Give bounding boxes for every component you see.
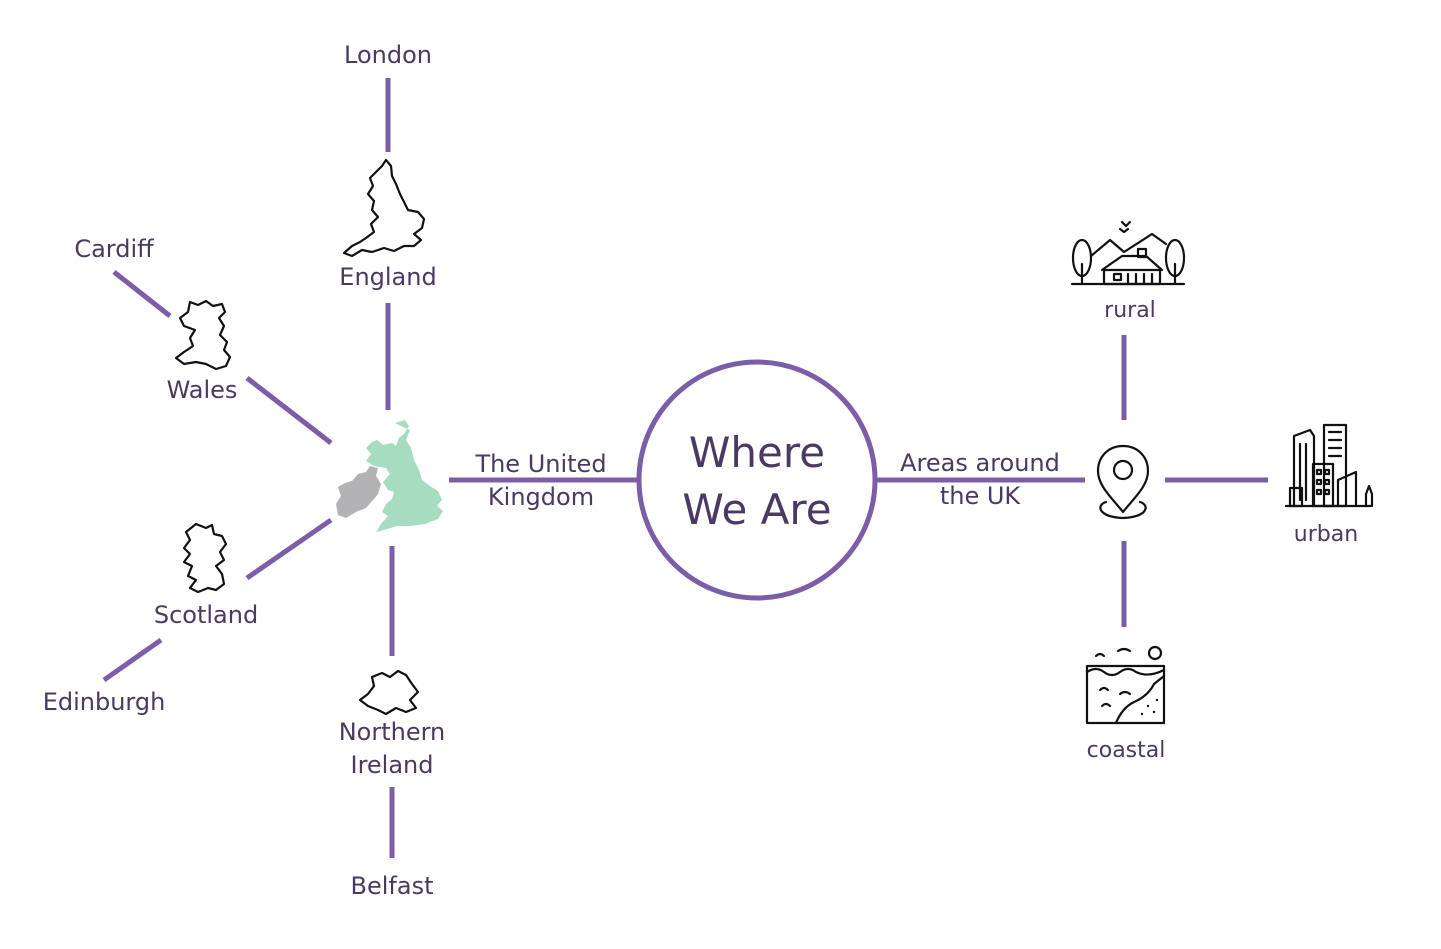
wales-map-icon — [174, 299, 232, 371]
northern-ireland-label-line2: Ireland — [350, 751, 433, 779]
connector-scotland-uk — [245, 517, 333, 581]
rural-label: rural — [1104, 298, 1156, 323]
london-label: London — [344, 41, 432, 69]
connector-wales-uk — [245, 376, 333, 445]
city-buildings-icon — [1284, 423, 1374, 508]
areas-label-line1: Areas around — [900, 449, 1060, 477]
center-title-line2: We Are — [682, 485, 831, 534]
center-circle — [636, 359, 878, 601]
wales-node: Cardiff Wales — [74, 235, 237, 404]
connector-edinburgh-scotland — [102, 637, 163, 683]
england-map-icon — [342, 158, 426, 258]
britain-shape — [366, 420, 443, 532]
cardiff-label: Cardiff — [74, 235, 154, 263]
uk-map-icon — [336, 420, 443, 532]
uk-label-line2: Kingdom — [488, 483, 594, 511]
uk-label-line1: The United — [474, 450, 606, 478]
scotland-label: Scotland — [154, 601, 258, 629]
areas-label-line2: the UK — [940, 482, 1022, 510]
belfast-label: Belfast — [351, 872, 434, 900]
england-node: London England — [339, 41, 436, 291]
coastal-node: coastal — [1085, 645, 1166, 763]
areas-branch: Areas around the UK — [900, 444, 1150, 520]
wales-label: Wales — [167, 376, 238, 404]
rural-node: rural — [1070, 220, 1186, 323]
ireland-shape — [336, 466, 381, 518]
connector-cardiff-wales — [112, 270, 172, 318]
england-label: England — [339, 263, 436, 291]
coast-icon — [1085, 645, 1166, 725]
countryside-house-icon — [1070, 220, 1186, 286]
northern-ireland-node: Northern Ireland Belfast — [339, 669, 446, 900]
scotland-map-icon — [182, 522, 228, 594]
urban-label: urban — [1294, 522, 1358, 547]
scotland-node: Scotland Edinburgh — [43, 522, 258, 716]
coastal-label: coastal — [1087, 738, 1166, 763]
northern-ireland-map-icon — [358, 669, 420, 716]
edinburgh-label: Edinburgh — [43, 688, 166, 716]
center-node: Where We Are — [636, 359, 878, 601]
center-title-line1: Where — [689, 428, 825, 477]
connector-lines — [102, 78, 1268, 858]
urban-node: urban — [1284, 423, 1374, 547]
uk-branch: The United Kingdom — [336, 420, 607, 532]
location-pin-icon — [1096, 444, 1150, 520]
northern-ireland-label-line1: Northern — [339, 718, 446, 746]
